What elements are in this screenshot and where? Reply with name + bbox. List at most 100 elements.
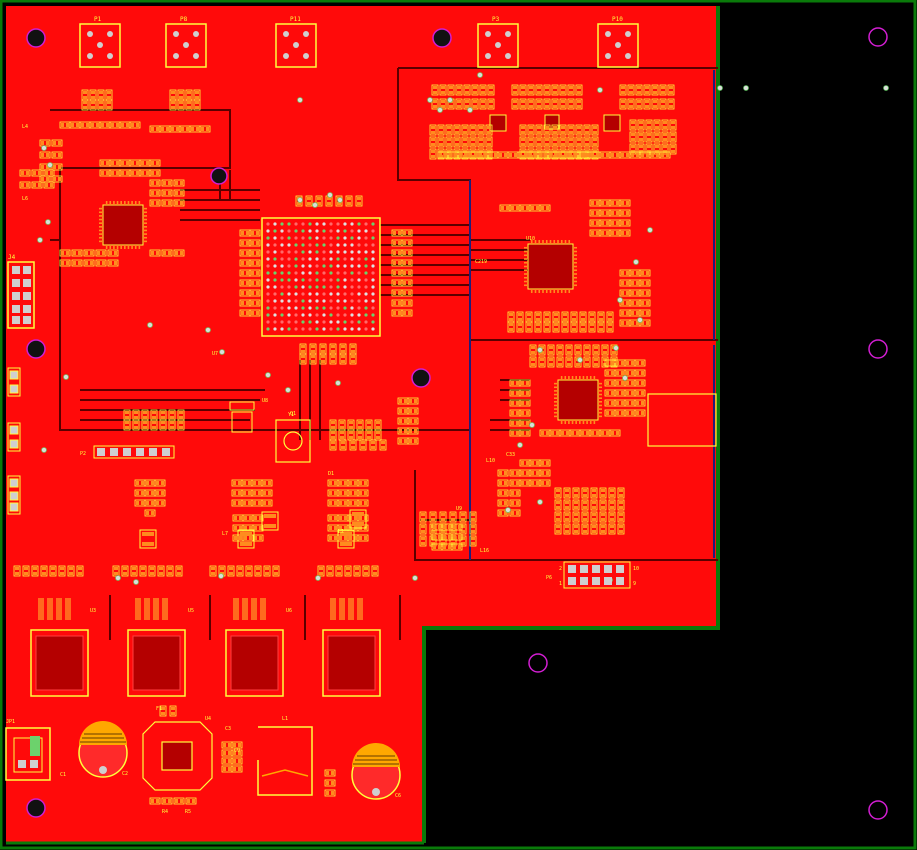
smd-part — [653, 119, 661, 131]
smd-part — [554, 487, 562, 499]
bga-ball — [371, 257, 375, 261]
smd-part — [572, 487, 580, 499]
smd-part — [645, 131, 653, 143]
qfn-pin — [144, 218, 147, 221]
smd-part — [487, 84, 495, 96]
smd-part — [543, 98, 551, 110]
bga-ball — [273, 264, 277, 268]
qfn-pin — [599, 404, 602, 407]
smd-part — [22, 565, 30, 577]
smd-part — [431, 98, 439, 110]
bga-ball — [357, 327, 361, 331]
svg-text:L1: L1 — [282, 716, 288, 722]
bga-ball — [329, 229, 333, 233]
smd-part — [635, 84, 643, 96]
bga-ball — [294, 327, 298, 331]
power-stages — [30, 629, 381, 697]
via — [115, 575, 121, 581]
bga-ball — [287, 285, 291, 289]
qfn-pin — [574, 265, 577, 268]
qfn-pin — [560, 290, 563, 293]
qfn-pin — [554, 408, 557, 410]
via — [743, 85, 749, 91]
via — [312, 202, 318, 208]
bga-ball — [357, 313, 361, 317]
electrolytic-cap-c2 — [78, 721, 128, 778]
bga-ball — [343, 257, 347, 261]
bga-ball — [371, 320, 375, 324]
bga-ball — [322, 243, 326, 247]
via — [597, 87, 603, 93]
bga-ball — [294, 271, 298, 275]
label-p10: P10 — [612, 16, 623, 23]
bga-ball — [280, 257, 284, 261]
smd-part — [547, 356, 555, 368]
bga-ball — [301, 257, 305, 261]
qfn-pin — [574, 273, 577, 275]
bga-ball — [287, 250, 291, 254]
bga-ball — [336, 250, 340, 254]
bga-ball — [287, 229, 291, 233]
bga-ball — [294, 285, 298, 289]
qfn-pin — [574, 269, 577, 272]
smd-part — [150, 419, 158, 431]
bga-ball — [315, 257, 319, 261]
bga-ball — [364, 327, 368, 331]
qfn-pin — [560, 421, 563, 424]
smd-part — [249, 249, 261, 257]
smd-part — [71, 259, 83, 267]
smd-part — [572, 523, 580, 535]
smd-part — [249, 239, 261, 247]
smd-part — [59, 249, 71, 257]
qfn-pin — [144, 229, 147, 232]
smd-part — [31, 181, 43, 189]
bga-ball — [357, 250, 361, 254]
bga-ball — [294, 250, 298, 254]
bga-ball — [315, 285, 319, 289]
smd-part — [659, 98, 667, 110]
bga-ball — [315, 236, 319, 240]
qfn-pin — [131, 246, 133, 249]
smd-part — [539, 469, 551, 477]
qfn-pin — [99, 226, 102, 228]
via — [265, 372, 271, 378]
smd-part — [609, 429, 621, 437]
bga-ball — [357, 229, 361, 233]
qfn-pin — [131, 201, 133, 204]
bga-ball — [336, 257, 340, 261]
smd-part — [527, 124, 535, 136]
smd-part — [637, 119, 645, 131]
qfn-pin — [545, 240, 548, 243]
bga-ball — [266, 292, 270, 296]
smd-part — [511, 98, 519, 110]
smd-part — [161, 797, 173, 805]
smd-part — [130, 565, 138, 577]
qfn-pin — [124, 246, 126, 249]
bga-ball — [329, 264, 333, 268]
svg-text:C33: C33 — [506, 452, 515, 458]
bga-ball — [294, 292, 298, 296]
bga-ball — [273, 313, 277, 317]
qfn-pin — [564, 421, 567, 424]
qfn-pin — [524, 254, 527, 257]
qfn-pin — [144, 226, 147, 228]
via — [633, 259, 639, 265]
qfn-pin — [144, 215, 147, 217]
bga-ball — [371, 313, 375, 317]
bga-ball — [371, 292, 375, 296]
smd-part — [76, 565, 84, 577]
qfn-pin — [116, 201, 119, 204]
bga-ball — [294, 229, 298, 233]
qfn-pin — [524, 246, 527, 249]
qfn-pin — [557, 290, 559, 293]
smd-part — [49, 565, 57, 577]
qfn-pin — [144, 233, 147, 235]
bga-ball — [364, 271, 368, 275]
bga-ball — [350, 236, 354, 240]
qfn-pin — [524, 280, 527, 283]
smd-part — [519, 409, 531, 417]
smd-part — [161, 189, 173, 197]
smd-part — [575, 98, 583, 110]
via — [529, 422, 535, 428]
